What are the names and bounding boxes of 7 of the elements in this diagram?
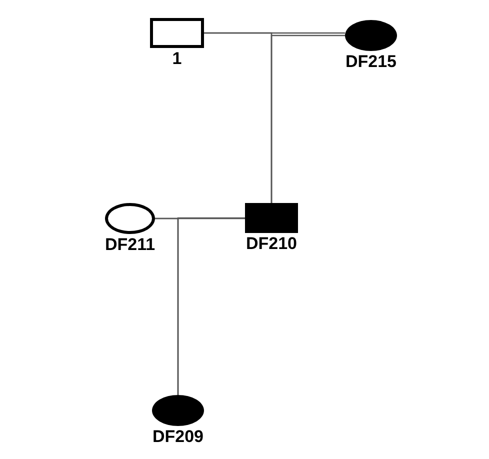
- individual-id: DF210: [246, 234, 298, 254]
- individual-id: DF211: [104, 235, 156, 255]
- pedigree-line: [177, 217, 245, 395]
- individual-id: 1: [172, 49, 182, 69]
- individual-id: DF215: [345, 52, 397, 72]
- individual-id: DF209: [152, 427, 204, 447]
- pedigree-line: [270, 34, 345, 203]
